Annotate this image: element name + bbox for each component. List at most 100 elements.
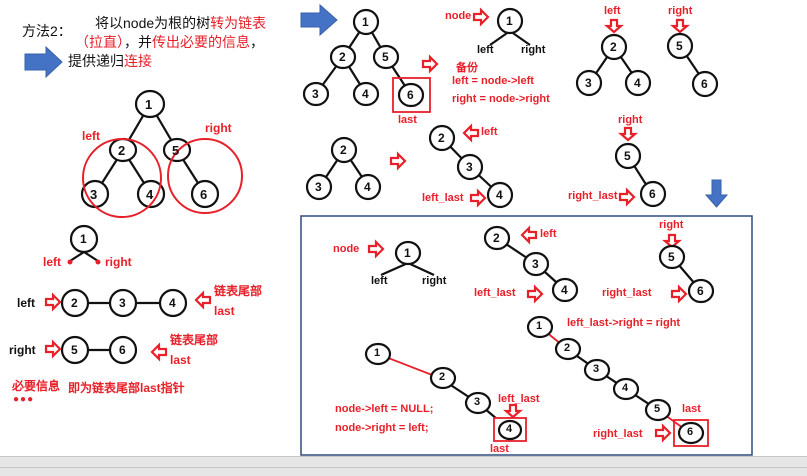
left-list-label: left [17, 296, 35, 310]
box-node-split [367, 240, 435, 277]
intro-line2-black: ，并 [124, 34, 152, 50]
node-label: 4 [146, 187, 154, 202]
right-list-label: right [9, 343, 36, 357]
box-right-flattened [658, 233, 715, 304]
split-node [67, 224, 101, 265]
full-tree [302, 8, 431, 113]
intro-line3-red: 连接 [124, 53, 152, 69]
box-left-label: left [540, 228, 557, 240]
blue-arrow-right-icon [300, 3, 338, 37]
full-tree-last-label: last [398, 114, 417, 126]
tree-nodes [80, 89, 220, 209]
right-list-tail-note: 链表尾部 [170, 333, 219, 347]
box-left-last-label: left_last [474, 287, 516, 299]
right-subtree-circle [167, 138, 243, 214]
node-id: 1 [506, 14, 513, 28]
left-subtree-row2 [305, 136, 382, 201]
box-node-label: node [333, 243, 360, 255]
node-label: 3 [585, 76, 592, 90]
node-label: 3 [593, 363, 600, 375]
info-label: 必要信息 [12, 379, 61, 393]
node-label: 2 [438, 131, 445, 145]
node-label: 3 [90, 187, 98, 202]
node-label: 6 [200, 187, 208, 202]
info-description: 即为链表尾部last指针 [68, 381, 185, 395]
list-node: 4 [169, 296, 176, 310]
backup-title: 备份 [456, 62, 478, 74]
node-label: 6 [697, 284, 704, 298]
node-label: 5 [676, 39, 683, 53]
blue-arrow-down-icon [704, 179, 729, 208]
node-label: 4 [364, 180, 371, 194]
node-label: 6 [687, 426, 694, 438]
summary-box [300, 215, 753, 456]
box-child-right: right [422, 275, 447, 287]
right-flattened [614, 126, 667, 208]
node-pointer-label: node [445, 10, 472, 22]
intro-line2-tail: ， [250, 34, 264, 50]
intro-line1-black: 将以node为根的树 [95, 15, 211, 31]
node-split-top [489, 7, 531, 46]
node-label: 2 [118, 143, 126, 158]
node-label: 2 [493, 231, 500, 245]
backup-line-2: right = node->right [452, 93, 550, 105]
step2-code: left_last->right = right [567, 317, 681, 329]
step1-code-line-2: node->right = left; [335, 422, 429, 434]
step2-chain [526, 315, 709, 447]
node-label: 5 [624, 149, 631, 163]
split-node-id: 1 [80, 232, 87, 246]
backup-line-1: left = node->left [452, 75, 534, 87]
intro-line3-black: 提供递归 [68, 53, 124, 69]
node-label: 4 [506, 423, 513, 435]
box-right-label: right [659, 219, 684, 231]
left-list-tail-note: 链表尾部 [214, 284, 263, 298]
node-label: 2 [340, 143, 347, 157]
node-label: 5 [668, 250, 675, 264]
node-label: 3 [466, 160, 473, 174]
node-label: 2 [564, 342, 571, 354]
box-left-flattened [483, 225, 579, 303]
step1-left-last-label: left_last [498, 393, 540, 405]
list-node: 3 [119, 296, 126, 310]
node-label: 6 [701, 77, 708, 91]
left-list-tail-label: last [214, 304, 235, 318]
step2-right-last-label: right_last [593, 428, 643, 440]
node-label: 5 [382, 50, 389, 64]
blue-arrow-right-icon [24, 45, 63, 79]
node-label: 2 [339, 50, 346, 64]
node-label: 5 [654, 403, 661, 415]
method-label: 方法2： [22, 23, 72, 39]
step2-last-label: last [682, 403, 701, 415]
right-list-tail-label: last [170, 353, 191, 367]
box-child-left: left [371, 275, 388, 287]
left-flattened [428, 124, 514, 209]
node-label: 3 [312, 87, 319, 101]
intro-line1-red: 转为链表 [210, 15, 267, 31]
subtree-left-label: left [604, 5, 621, 17]
split-left-label: left [43, 255, 61, 269]
node-label: 1 [145, 97, 153, 112]
right-list [44, 335, 168, 365]
node-label: 4 [634, 76, 641, 90]
node-label: 5 [172, 143, 180, 158]
intro-line2-red-a: （拉直） [75, 34, 124, 50]
node-label: 2 [610, 40, 617, 54]
node-label: 6 [649, 187, 656, 201]
right-subtree-label: right [205, 121, 232, 135]
child-right-label: right [521, 44, 546, 56]
step1-code-line-1: node->left = NULL; [335, 403, 434, 415]
flatten-left-label: left [481, 126, 498, 138]
right-subtree [666, 18, 719, 98]
node-label: 6 [407, 88, 414, 102]
split-right-label: right [105, 255, 132, 269]
list-node: 2 [71, 296, 78, 310]
left-subtree-circle [82, 138, 162, 218]
flatten-left-last-label: left_last [422, 192, 464, 204]
node-label: 4 [496, 188, 503, 202]
list-node: 6 [119, 343, 126, 357]
left-subtree [575, 18, 652, 97]
box-right-last-label: right_last [602, 287, 652, 299]
flatten-right-label: right [618, 114, 643, 126]
list-node: 5 [71, 343, 78, 357]
